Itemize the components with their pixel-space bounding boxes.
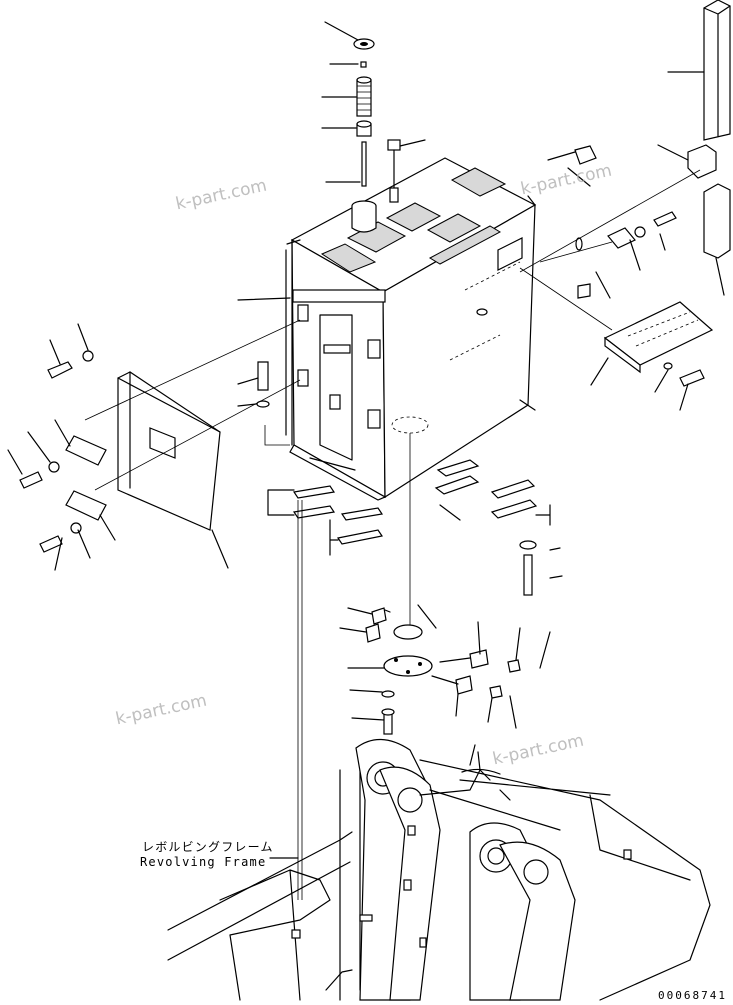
revolving-frame — [167, 500, 711, 1001]
revolving-frame-label-jp: レボルビングフレーム — [142, 840, 274, 854]
filler-cap-stack — [321, 21, 375, 187]
center-fittings — [339, 416, 551, 735]
revolving-frame-label-en: Revolving Frame — [140, 855, 267, 869]
side-cover-assembly — [7, 297, 301, 571]
right-accessories — [519, 0, 731, 411]
hydraulic-tank — [285, 139, 537, 501]
shims — [267, 459, 563, 596]
drawing-number: 00068741 — [658, 989, 727, 1002]
